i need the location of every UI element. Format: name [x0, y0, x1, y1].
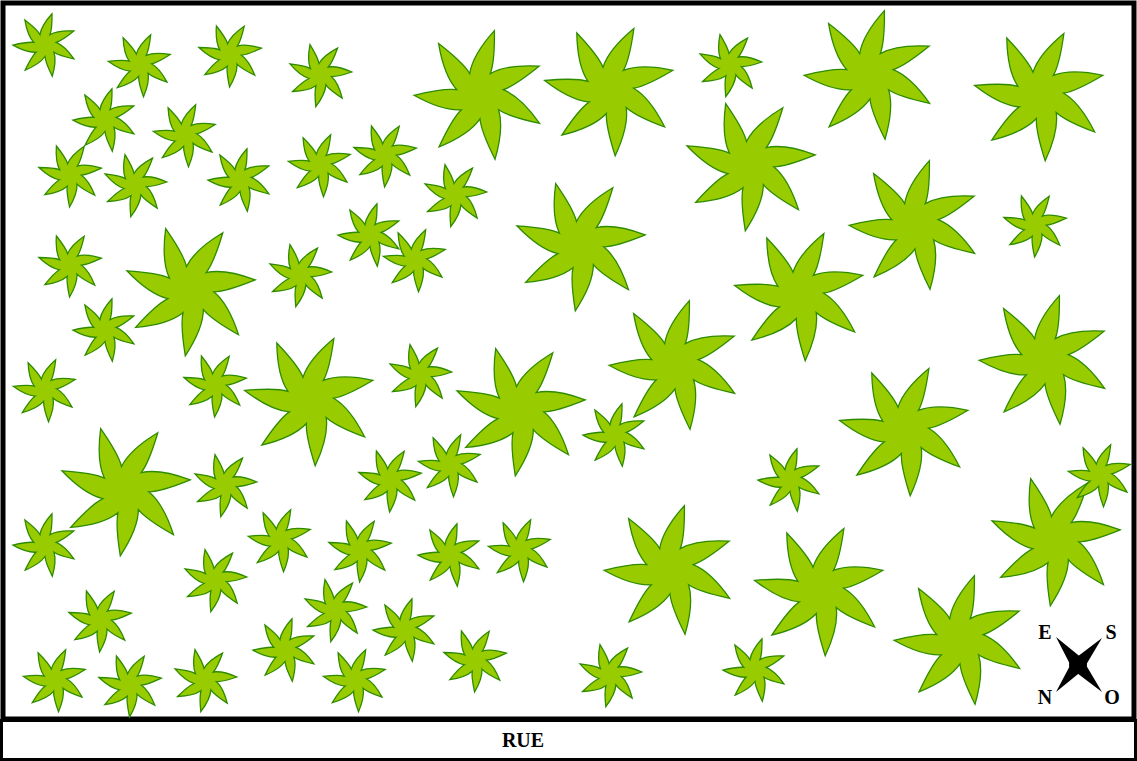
plant-symbol	[13, 360, 75, 422]
plant-symbol	[127, 229, 255, 356]
plant-symbol	[270, 245, 332, 307]
plant-symbol	[700, 35, 762, 97]
plant-symbol	[1004, 196, 1066, 257]
plant-symbol	[517, 184, 645, 311]
plant-symbol	[894, 576, 1020, 705]
plant-symbol	[108, 35, 170, 97]
plant-symbol	[39, 236, 101, 297]
plant-symbol	[39, 146, 101, 207]
plants	[13, 11, 1130, 717]
plant-symbol	[184, 356, 246, 417]
plant-symbol	[604, 506, 730, 635]
plant-symbol	[248, 510, 310, 572]
plant-symbol	[208, 149, 269, 211]
compass-letter: O	[1104, 687, 1120, 707]
plant-symbol	[153, 105, 215, 167]
plant-symbol	[723, 639, 784, 701]
plant-symbol	[975, 34, 1103, 161]
plant-symbol	[1068, 445, 1130, 507]
plant-symbol	[488, 520, 550, 582]
compass-rose	[1056, 637, 1102, 692]
plant-symbol	[290, 45, 352, 107]
plant-symbol	[979, 296, 1105, 425]
plant-symbol	[545, 29, 673, 156]
plant-symbol	[175, 650, 237, 712]
plant-symbol	[383, 230, 445, 292]
plant-symbol	[849, 161, 975, 290]
plant-symbol	[840, 369, 968, 496]
plant-symbol	[13, 14, 74, 76]
plant-symbol	[13, 514, 74, 576]
plant-symbol	[199, 26, 261, 87]
plant-symbol	[185, 550, 247, 612]
compass-letter: N	[1038, 687, 1052, 707]
plant-symbol	[354, 126, 416, 187]
plant-symbol	[99, 656, 161, 717]
plant-symbol	[253, 619, 314, 681]
plant-symbol	[580, 645, 642, 707]
plant-symbol	[323, 650, 385, 712]
plant-symbol	[418, 435, 480, 497]
plant-symbol	[359, 451, 421, 512]
plant-symbol	[62, 429, 190, 556]
plant-symbol	[245, 339, 373, 466]
plant-symbol	[73, 299, 134, 361]
plant-symbol	[804, 11, 930, 140]
plant-symbol	[755, 529, 883, 656]
plant-symbol	[73, 89, 134, 151]
plant-symbol	[23, 650, 85, 712]
plant-symbol	[373, 599, 434, 661]
plant-symbol	[418, 524, 479, 586]
plant-symbol	[414, 31, 540, 160]
plant-symbol	[69, 591, 131, 652]
street-band: RUE	[0, 719, 1137, 761]
plant-symbol	[390, 345, 452, 407]
plant-symbol	[609, 301, 735, 430]
plant-symbol	[583, 404, 644, 466]
plant-symbol	[735, 234, 863, 361]
plant-symbol	[687, 104, 815, 231]
plant-symbol	[425, 165, 487, 227]
garden-border	[3, 3, 1134, 719]
plant-symbol	[758, 449, 819, 511]
plant-symbol	[444, 631, 506, 692]
plant-symbol	[329, 521, 391, 582]
plant-symbol	[105, 155, 167, 217]
plant-symbol	[288, 135, 350, 197]
street-name: RUE	[502, 730, 544, 750]
compass-letter: E	[1038, 622, 1051, 642]
plant-symbol	[305, 580, 367, 642]
plant-symbol	[195, 455, 257, 517]
compass-letter: S	[1105, 622, 1116, 642]
